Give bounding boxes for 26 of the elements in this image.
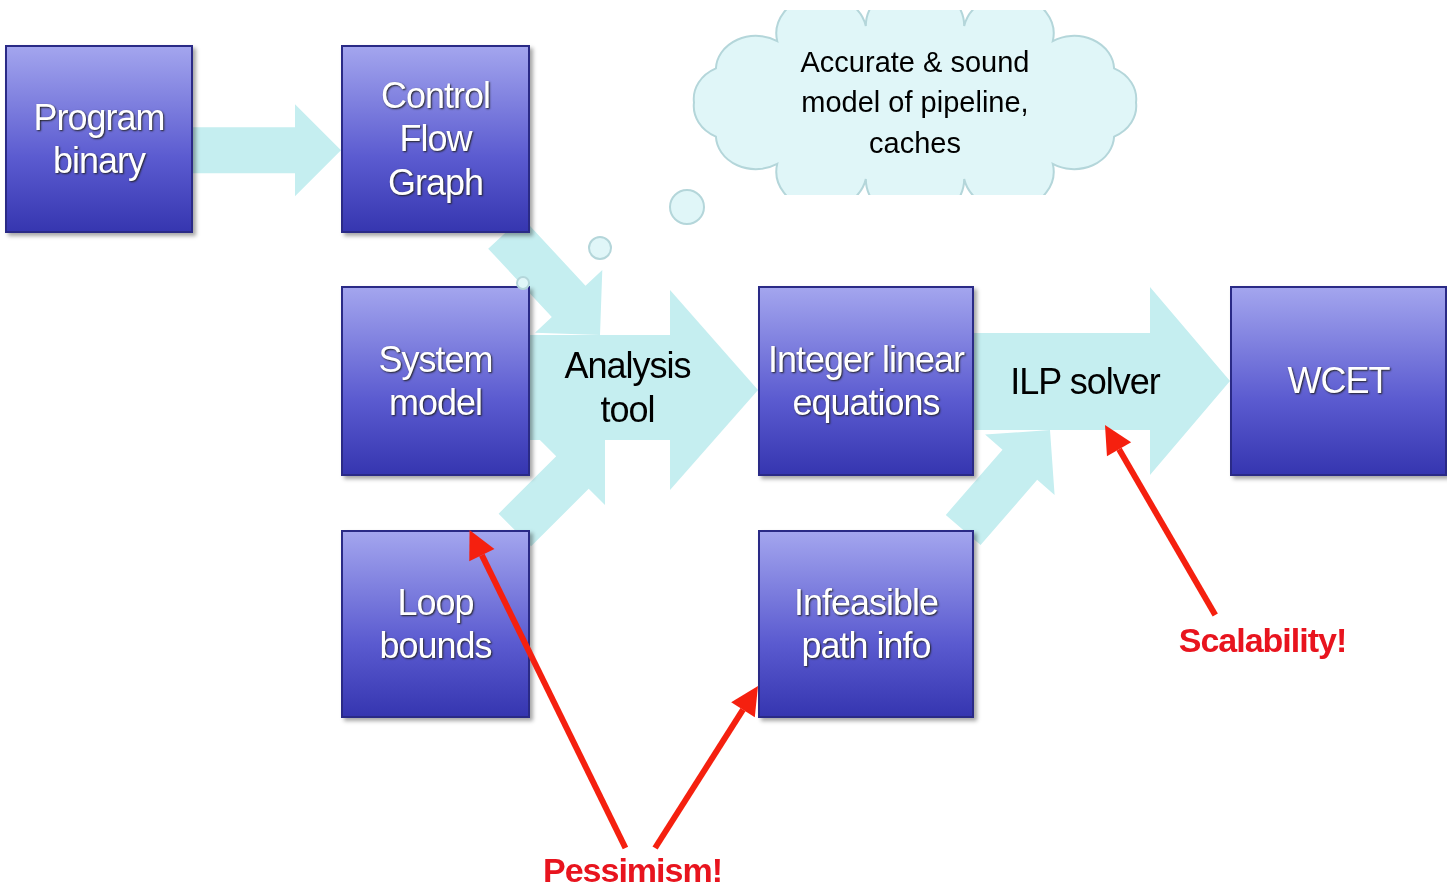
box-label: Integer linear equations	[766, 337, 966, 425]
process-box	[5, 45, 193, 233]
callout-text: Scalability!	[1178, 620, 1347, 660]
arrow	[1105, 425, 1218, 617]
box-label: Loop bounds	[378, 580, 493, 668]
cloud-text: Accurate & sound model of pipeline, caches	[799, 44, 1031, 161]
process-box	[758, 530, 974, 718]
box-label: Control Flow Graph	[379, 74, 492, 204]
arrow	[652, 686, 758, 850]
edge-label: ILP solver	[1009, 359, 1161, 404]
box-label: Infeasible path info	[792, 580, 940, 668]
edge-label: Analysis tool	[563, 344, 692, 432]
block-arrow	[530, 290, 758, 490]
block-arrow	[974, 287, 1230, 475]
callout-text: Pessimism!	[543, 850, 722, 890]
process-box	[341, 286, 530, 476]
block-arrow	[193, 104, 341, 197]
process-box	[1230, 286, 1447, 476]
block-arrow	[945, 430, 1055, 546]
block-arrow	[498, 440, 605, 547]
process-box	[341, 45, 530, 233]
box-label: Program binary	[32, 95, 166, 183]
box-label: System model	[377, 337, 494, 425]
process-box	[758, 286, 974, 476]
process-box	[341, 530, 530, 718]
box-label: WCET	[1286, 359, 1391, 403]
